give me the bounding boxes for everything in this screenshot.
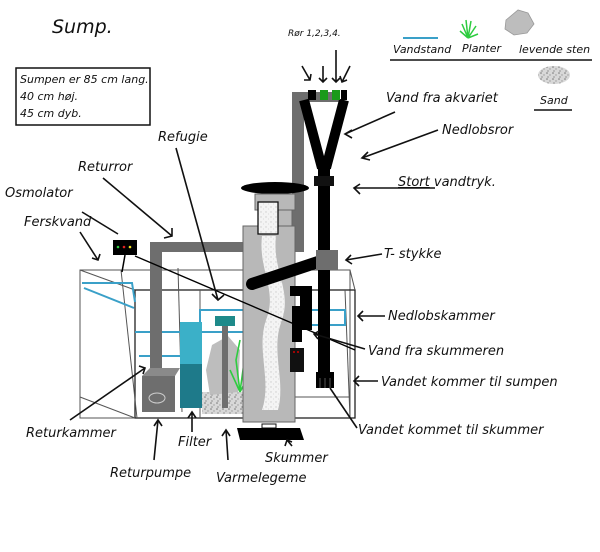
dimension-depth: 45 cm dyb.	[20, 107, 82, 120]
legend: Vandstand Planter levende sten Sand	[390, 9, 592, 111]
skimmer-outflow-pipe	[290, 286, 312, 372]
label-osmolator: Osmolator	[5, 186, 74, 201]
sand-icon	[538, 66, 570, 84]
dimensions-box: Sumpen er 85 cm lang. 40 cm høj. 45 cm d…	[15, 67, 151, 126]
dimension-length: Sumpen er 85 cm lang.	[20, 73, 149, 86]
label-returkammer: Returkammer	[26, 426, 118, 441]
legend-label-planter: Planter	[462, 42, 502, 55]
heater	[215, 316, 235, 408]
osmolator-unit	[113, 240, 356, 351]
pipes-note: Rør 1,2,3,4.	[288, 29, 341, 39]
label-filter: Filter	[178, 435, 213, 450]
skimmer-feed-pipe	[246, 256, 324, 290]
label-returror: Returror	[78, 160, 134, 175]
label-returpumpe: Returpumpe	[110, 466, 191, 481]
label-varmelegeme: Varmelegeme	[216, 471, 307, 486]
label-vandet-kommet-til-skummer: Vandet kommet til skummer	[358, 423, 545, 438]
legend-label-sand: Sand	[540, 94, 569, 107]
label-refugie: Refugie	[158, 130, 208, 145]
arrows	[69, 50, 439, 461]
label-stort-vandtryk: Stort vandtryk.	[398, 175, 496, 190]
label-vandtryk: vandtryk.	[430, 175, 496, 190]
legend-label-vandstand: Vandstand	[393, 43, 452, 56]
label-nedlobsror: Nedlobsror	[442, 123, 515, 138]
diagram-title: Sump.	[52, 16, 113, 38]
return-pump	[142, 368, 180, 412]
filter	[180, 322, 202, 408]
label-t-stykke: T- stykke	[384, 247, 442, 262]
label-stort: Stort	[398, 175, 431, 190]
label-skummer: Skummer	[265, 451, 329, 466]
label-ferskvand: Ferskvand	[24, 215, 92, 230]
live-rock-icon	[504, 9, 535, 36]
dimension-height: 40 cm høj.	[20, 90, 78, 103]
legend-label-levende-sten: levende sten	[519, 43, 590, 56]
label-vand-fra-skummeren: Vand fra skummeren	[368, 344, 504, 359]
label-nedlobskammer: Nedlobskammer	[388, 309, 496, 324]
label-vandet-kommer-til-sumpen: Vandet kommer til sumpen	[381, 375, 558, 390]
overflow-pipe	[299, 90, 349, 388]
label-vand-fra-akvariet: Vand fra akvariet	[386, 91, 499, 106]
plant-icon	[459, 19, 479, 39]
